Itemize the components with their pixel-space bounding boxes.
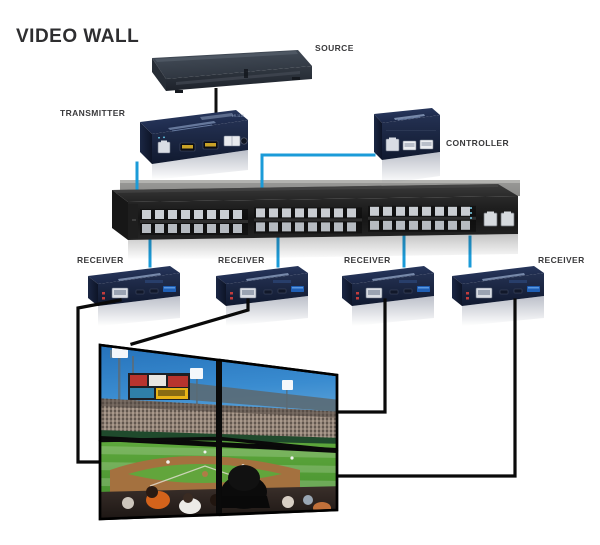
label-receiver-3: RECEIVER bbox=[344, 255, 391, 265]
label-receiver-4: RECEIVER bbox=[538, 255, 585, 265]
switch-uplink-ports bbox=[483, 211, 515, 227]
label-source: SOURCE bbox=[315, 43, 354, 53]
receiver-2-device[interactable] bbox=[216, 266, 308, 326]
label-receiver-2: RECEIVER bbox=[218, 255, 265, 265]
video-wall[interactable] bbox=[95, 330, 345, 528]
controller-device[interactable] bbox=[374, 108, 440, 184]
cable-receiver1-panel bbox=[76, 298, 122, 464]
svg-text:LR-1113: LR-1113 bbox=[232, 114, 244, 118]
source-device[interactable] bbox=[152, 50, 312, 93]
transmitter-device[interactable]: LR-1113 bbox=[140, 110, 248, 180]
label-transmitter: TRANSMITTER bbox=[60, 108, 126, 118]
cable-controller-switch bbox=[260, 153, 376, 192]
page-title: VIDEO WALL bbox=[16, 26, 140, 47]
label-controller: CONTROLLER bbox=[446, 138, 510, 148]
cable-receiver4-panel bbox=[335, 298, 517, 478]
cable-receiver3-panel bbox=[335, 298, 387, 414]
receiver-1-device[interactable] bbox=[88, 266, 180, 326]
network-switch-device[interactable] bbox=[112, 184, 518, 260]
scoreboard bbox=[128, 373, 190, 400]
video-cables bbox=[76, 298, 517, 478]
receiver-4-device[interactable] bbox=[452, 266, 544, 326]
receiver-3-device[interactable] bbox=[342, 266, 434, 326]
switch-port-array bbox=[140, 205, 476, 235]
label-receiver-1: RECEIVER bbox=[77, 255, 124, 265]
cable-receiver2-panel bbox=[130, 298, 250, 346]
